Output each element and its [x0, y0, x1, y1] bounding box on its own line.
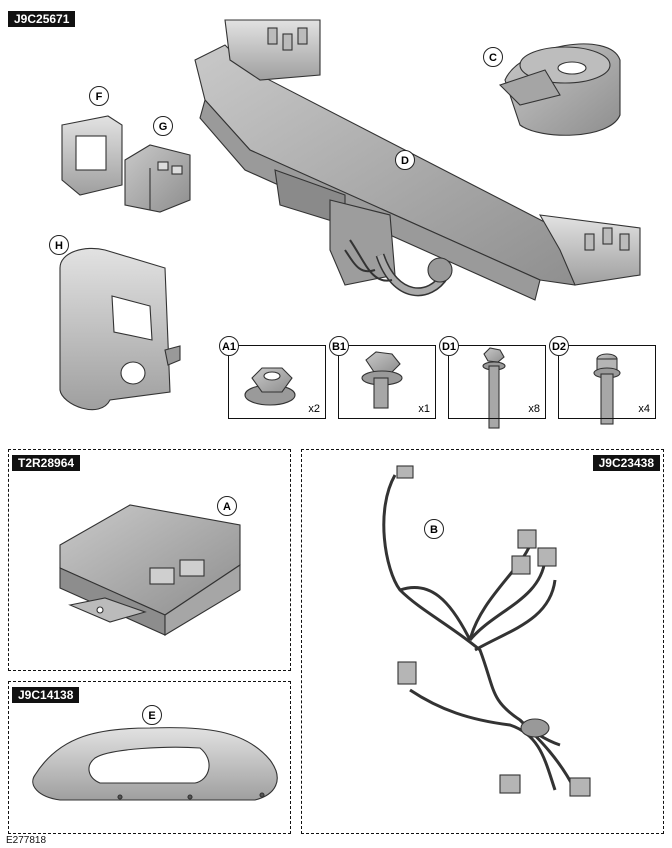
bumper-bezel	[32, 727, 278, 801]
harness-panel-code: J9C23438	[592, 455, 660, 471]
bezel-panel: J9C14138	[8, 681, 291, 834]
flange-nut	[244, 367, 296, 406]
fastener-label-b1: B1	[329, 336, 349, 356]
fastener-label-d2: D2	[549, 336, 569, 356]
fastener-box-d1: D1 x8	[439, 336, 546, 419]
flange-bolt	[361, 351, 403, 409]
fastener-qty-b1: x1	[418, 403, 430, 415]
callout-c: C	[483, 47, 503, 67]
fastener-box-d2: D2 x4	[549, 336, 656, 419]
socket-cover	[498, 43, 621, 136]
harness-panel: J9C23438	[301, 449, 664, 834]
harness-connectors	[396, 465, 591, 797]
figure-reference: E277818	[6, 835, 47, 846]
callout-e: E	[142, 705, 162, 725]
callout-f: F	[89, 86, 109, 106]
bezel-panel-code: J9C14138	[12, 687, 80, 703]
fastener-label-d1: D1	[439, 336, 459, 356]
fastener-box-a1: A1 x2	[219, 336, 326, 419]
fastener-label-a1: A1	[219, 336, 239, 356]
connector-block	[124, 144, 191, 213]
callout-b: B	[424, 519, 444, 539]
header-figure-code: J9C25671	[8, 11, 76, 27]
module-panel-code: T2R28964	[12, 455, 81, 471]
tow-module	[59, 504, 241, 636]
fastener-box-b1: B1 x1	[329, 336, 436, 419]
callout-a: A	[217, 496, 237, 516]
callout-h: H	[49, 235, 69, 255]
tow-bar-crossmember	[194, 19, 641, 301]
callout-d: D	[395, 150, 415, 170]
module-panel: T2R28964	[8, 449, 291, 671]
fastener-qty-a1: x2	[308, 403, 320, 415]
fastener-qty-d2: x4	[638, 403, 650, 415]
callout-g: G	[153, 116, 173, 136]
long-bolt	[482, 347, 506, 429]
bracket-plate	[59, 247, 181, 411]
fastener-qty-d1: x8	[528, 403, 540, 415]
torx-bolt	[593, 353, 621, 425]
bracket-frame	[61, 115, 123, 196]
